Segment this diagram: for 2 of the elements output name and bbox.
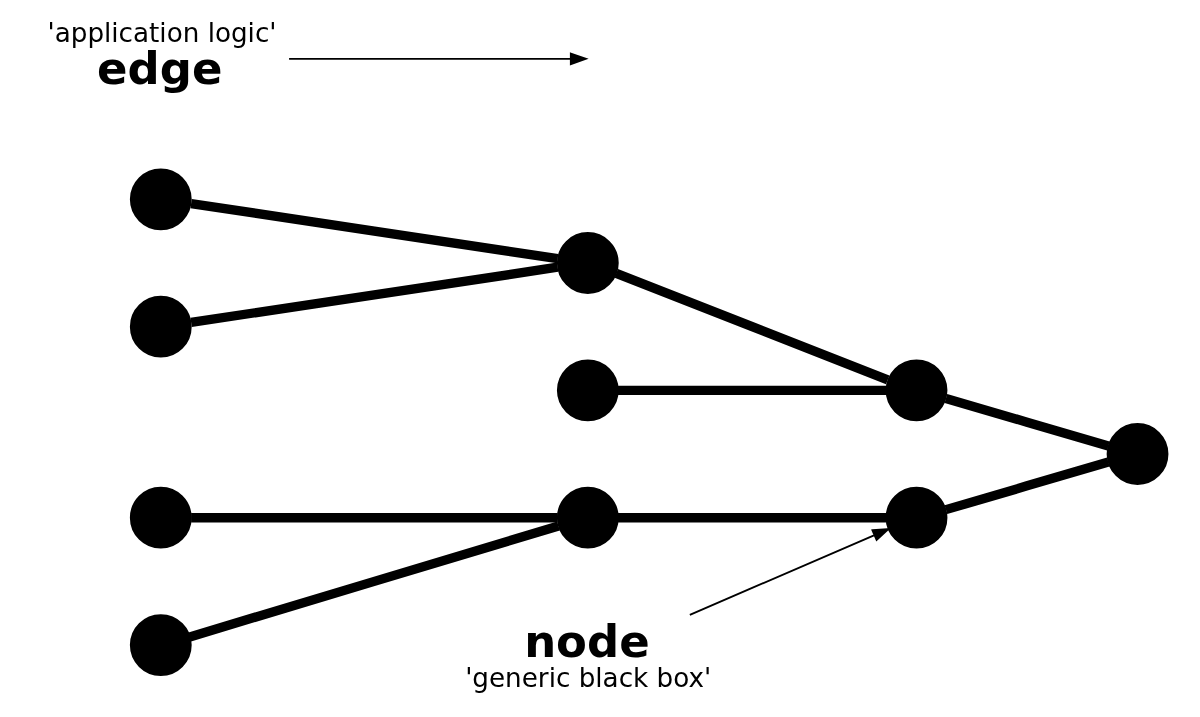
node-text: 'application logic' edge [47, 18, 277, 95]
node-text: node 'generic black box' [465, 614, 712, 693]
